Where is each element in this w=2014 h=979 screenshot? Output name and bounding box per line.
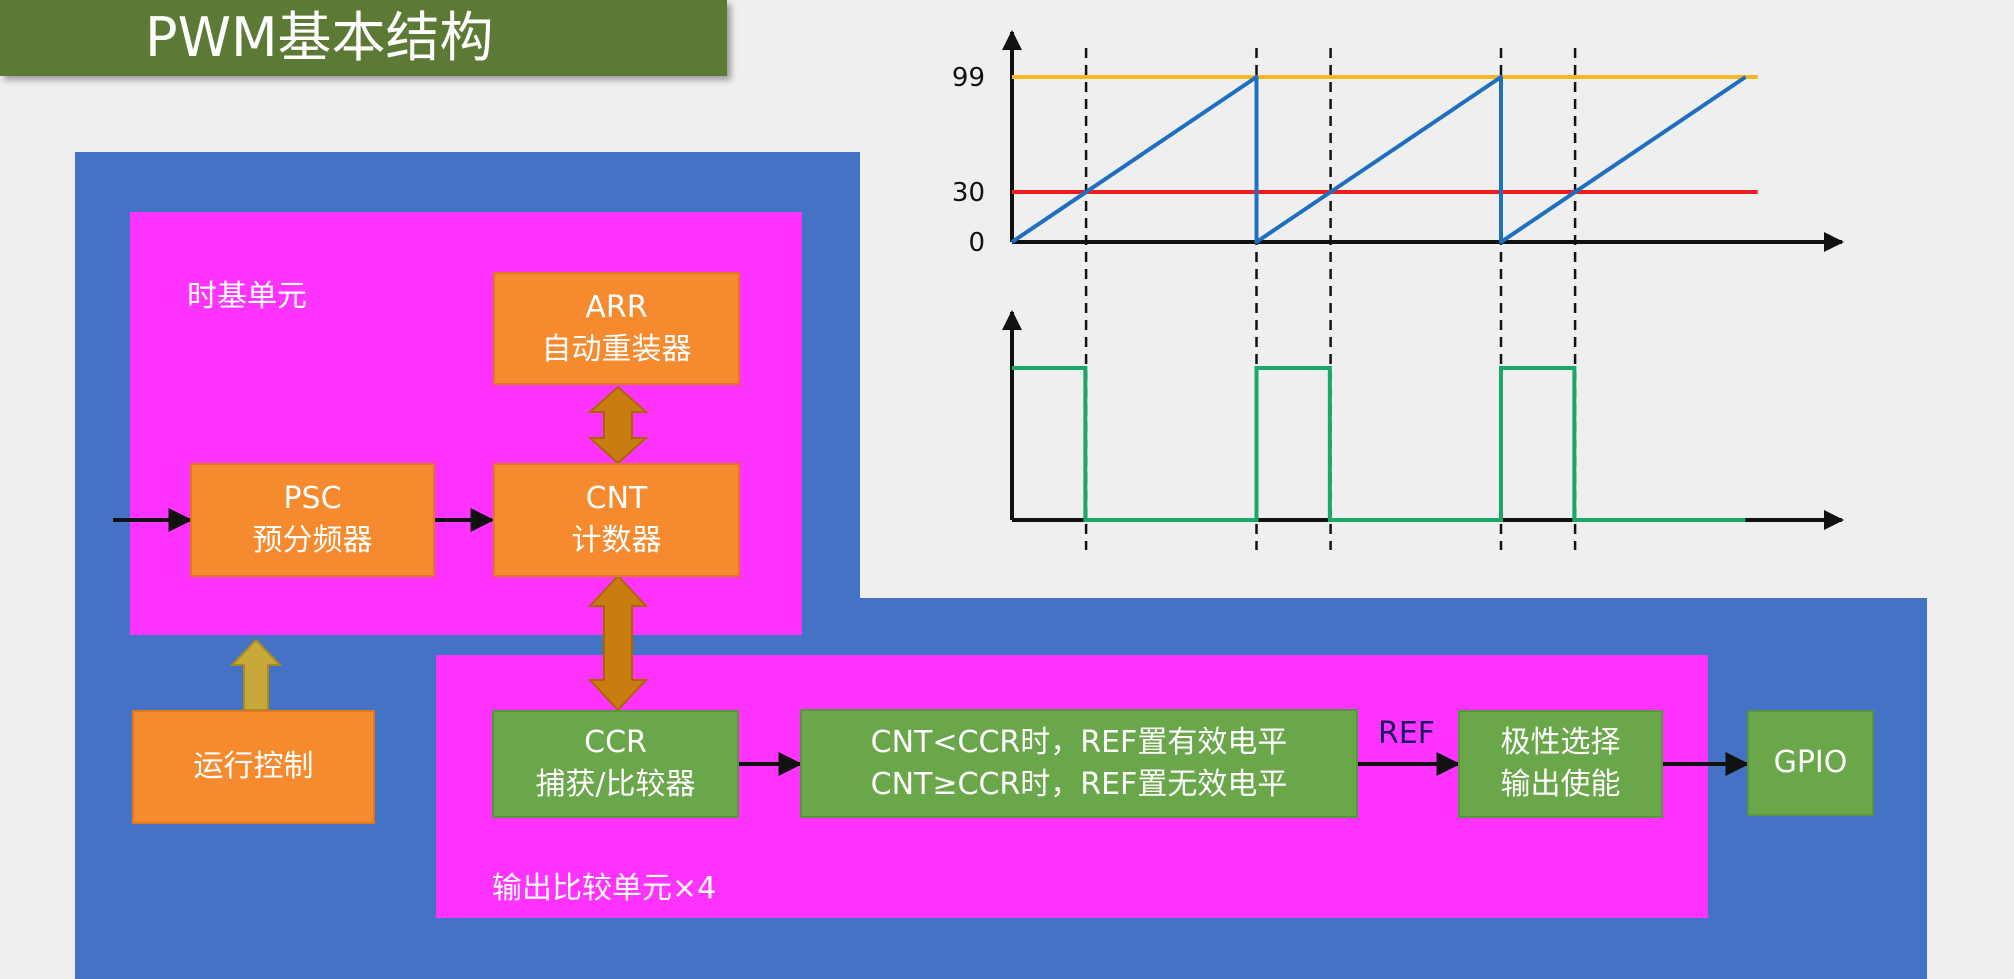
cnt-block-name: CNT [585, 481, 648, 516]
cnt-block: CNT 计数器 [493, 463, 740, 577]
gpio-label: GPIO [1773, 745, 1848, 780]
y-tick-label-99: 99 [952, 63, 985, 93]
arr-block-name: ARR [585, 289, 648, 325]
ccr-block: CCR 捕获/比较器 [492, 710, 739, 818]
run-control-label: 运行控制 [193, 749, 314, 784]
compare-rule-line2: CNT≥CCR时，REF置无效电平 [870, 766, 1288, 802]
counter-wave [1010, 75, 1747, 244]
compare-rule-line1: CNT<CCR时，REF置有效电平 [870, 724, 1288, 760]
cnt-block-desc: 计数器 [571, 523, 662, 558]
polarity-block: 极性选择 输出使能 [1458, 710, 1663, 818]
ccr-block-name: CCR [584, 725, 647, 760]
output-compare-unit-label: 输出比较单元×4 [492, 871, 717, 906]
ref-label: REF [1378, 716, 1436, 751]
run-control-up-arrow [229, 638, 283, 711]
run-control-block: 运行控制 [132, 710, 375, 824]
arr-cnt-double-arrow [587, 385, 649, 465]
page-title: PWM基本结构 [0, 0, 727, 76]
psc-block: PSC 预分频器 [190, 463, 435, 577]
compare-rule-block: CNT<CCR时，REF置有效电平 CNT≥CCR时，REF置无效电平 [800, 709, 1358, 818]
ccr-block-desc: 捕获/比较器 [535, 767, 696, 802]
cnt-ccr-double-arrow [587, 574, 649, 712]
polarity-line1: 极性选择 [1500, 725, 1621, 760]
arr-block: ARR 自动重装器 [493, 272, 740, 385]
time-base-unit-label: 时基单元 [187, 279, 307, 314]
y-tick-label-30: 30 [952, 178, 985, 208]
arr-block-desc: 自动重装器 [541, 331, 692, 367]
psc-block-desc: 预分频器 [252, 523, 373, 558]
y-tick-label-0: 0 [968, 228, 985, 258]
polarity-line2: 输出使能 [1500, 767, 1621, 802]
gpio-block: GPIO [1747, 710, 1874, 816]
psc-block-name: PSC [283, 481, 342, 516]
pwm-wave [1012, 366, 1746, 522]
